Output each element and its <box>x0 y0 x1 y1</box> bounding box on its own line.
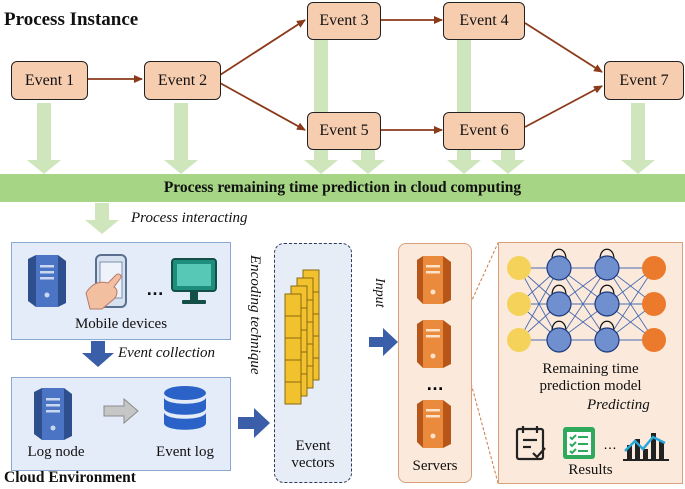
event-5: Event 5 <box>307 112 381 150</box>
vector-stack-icon <box>284 269 320 405</box>
servers-label: Servers <box>412 458 458 474</box>
model-label-1: Remaining time <box>542 361 639 377</box>
event-collection-label: Event collection <box>118 345 216 361</box>
green-down-arrows <box>27 40 655 234</box>
event-2: Event 2 <box>144 61 221 100</box>
cloud-environment-label: Cloud Environment <box>4 469 136 486</box>
chart-icon <box>623 433 669 461</box>
event-1: Event 1 <box>11 61 88 100</box>
event-7: Event 7 <box>604 61 684 100</box>
servers-ellipsis: … <box>426 374 444 394</box>
monitor-icon <box>171 258 217 304</box>
green-arrow-interact <box>85 203 119 234</box>
servers-panel: … Servers <box>398 243 472 483</box>
input-arrow <box>369 328 398 356</box>
process-interacting-label: Process interacting <box>131 210 248 226</box>
server-icon-1 <box>417 256 451 304</box>
log-node-label: Log node <box>27 444 85 460</box>
green-arrow-e1 <box>27 103 61 174</box>
phone-touch-icon <box>85 254 127 310</box>
event-3: Event 3 <box>307 2 381 40</box>
devices-ellipsis: … <box>146 279 164 299</box>
model-panel: Remaining time prediction model Predicti… <box>498 242 683 484</box>
input-label: Input <box>372 278 387 308</box>
process-flow-arrows <box>87 16 603 134</box>
green-arrow-e7 <box>621 103 655 174</box>
event-collection-arrow <box>82 341 114 367</box>
green-arrow-e3 <box>304 40 338 174</box>
green-arrow-e6a <box>491 145 525 174</box>
database-icon <box>164 386 206 430</box>
predicting-label: Predicting <box>587 397 650 413</box>
clipboard-check-icon <box>563 427 595 459</box>
server-icon-2 <box>417 320 451 368</box>
encoding-arrow <box>238 408 270 438</box>
green-arrow-e5a <box>351 145 385 174</box>
encoding-technique-label: Encoding technique <box>247 255 263 375</box>
mobile-devices-panel: … Mobile devices <box>11 242 231 340</box>
server-icon <box>28 255 66 307</box>
event-vectors-label-2: vectors <box>291 455 335 471</box>
log-server-icon <box>34 388 72 440</box>
cloud-computing-banner: Process remaining time prediction in clo… <box>0 174 685 202</box>
green-arrow-e4 <box>447 40 481 174</box>
cloud-log-panel: Log node Event log <box>11 377 231 471</box>
event-6: Event 6 <box>443 112 525 150</box>
event-4: Event 4 <box>443 2 525 40</box>
model-label-2: prediction model <box>539 378 642 394</box>
checklist-icon <box>515 426 546 461</box>
event-vectors-panel: Event vectors <box>274 243 352 483</box>
results-label: Results <box>568 462 613 478</box>
green-arrow-e2 <box>164 103 198 174</box>
right-arrow-icon <box>103 397 139 425</box>
event-vectors-label-1: Event <box>295 438 331 454</box>
server-icon-3 <box>417 400 451 448</box>
results-ellipsis: … <box>603 436 617 452</box>
mobile-devices-label: Mobile devices <box>74 316 168 332</box>
process-instance-title: Process Instance <box>4 9 139 30</box>
event-log-label: Event log <box>156 444 214 460</box>
neural-network-icon <box>507 248 666 353</box>
